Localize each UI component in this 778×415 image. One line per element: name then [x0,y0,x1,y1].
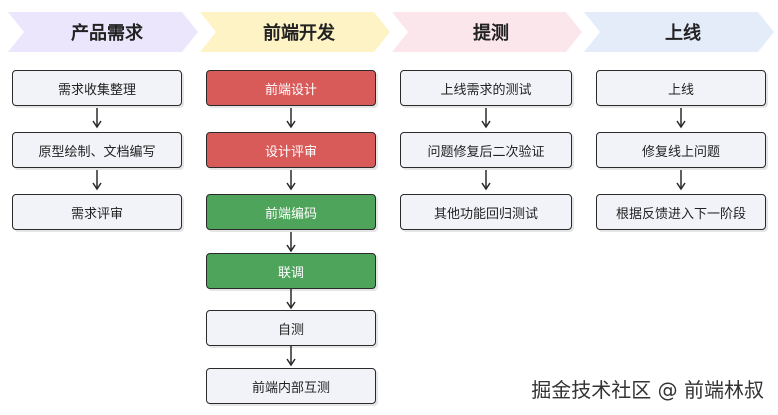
stage-title: 产品需求 [71,23,143,44]
step-label: 前端编码 [264,206,317,222]
step-label: 上线需求的测试 [440,82,532,98]
step-box-green: 前端编码 [206,194,376,230]
stage-title: 提测 [473,23,509,44]
step-box: 需求评审 [12,194,182,230]
watermark: 掘金技术社区 @ 前端林叔 [531,378,764,402]
step-label: 自测 [277,322,304,338]
arrow-down-icon [286,346,296,368]
step-label: 设计评审 [264,144,317,160]
step-box: 问题修复后二次验证 [400,132,572,168]
step-box: 根据反馈进入下一阶段 [596,194,766,230]
step-label: 联调 [277,265,304,281]
step-box: 原型绘制、文档编写 [12,132,182,168]
stage-header-frontend: 前端开发 [200,12,390,52]
step-box: 修复线上问题 [596,132,766,168]
stage-header-product: 产品需求 [8,12,198,52]
step-box-red: 设计评审 [206,132,376,168]
step-label: 前端设计 [264,82,317,98]
stage-header-test: 提测 [392,12,582,52]
step-label: 需求收集整理 [57,82,136,98]
arrow-down-icon [286,108,296,130]
step-box-green: 联调 [206,253,376,289]
arrow-down-icon [481,108,491,130]
arrow-down-icon [92,108,102,130]
step-label: 前端内部互测 [251,380,330,396]
step-label: 原型绘制、文档编写 [38,144,156,160]
step-label: 根据反馈进入下一阶段 [615,206,746,222]
step-box: 上线需求的测试 [400,70,572,106]
arrow-down-icon [286,170,296,192]
arrow-down-icon [286,289,296,311]
arrow-down-icon [676,170,686,192]
step-box-red: 前端设计 [206,70,376,106]
arrow-down-icon [286,232,296,254]
step-box: 其他功能回归测试 [400,194,572,230]
stage-title: 前端开发 [263,23,335,44]
step-box: 上线 [596,70,766,106]
arrow-down-icon [92,170,102,192]
step-box: 需求收集整理 [12,70,182,106]
step-label: 修复线上问题 [641,144,720,160]
step-label: 问题修复后二次验证 [427,144,545,160]
step-label: 上线 [667,82,694,98]
step-label: 需求评审 [70,206,123,222]
stage-header-release: 上线 [584,12,774,52]
step-box: 前端内部互测 [206,368,376,404]
stage-title: 上线 [665,23,701,44]
arrow-down-icon [481,170,491,192]
step-box: 自测 [206,310,376,346]
arrow-down-icon [676,108,686,130]
step-label: 其他功能回归测试 [433,206,538,222]
